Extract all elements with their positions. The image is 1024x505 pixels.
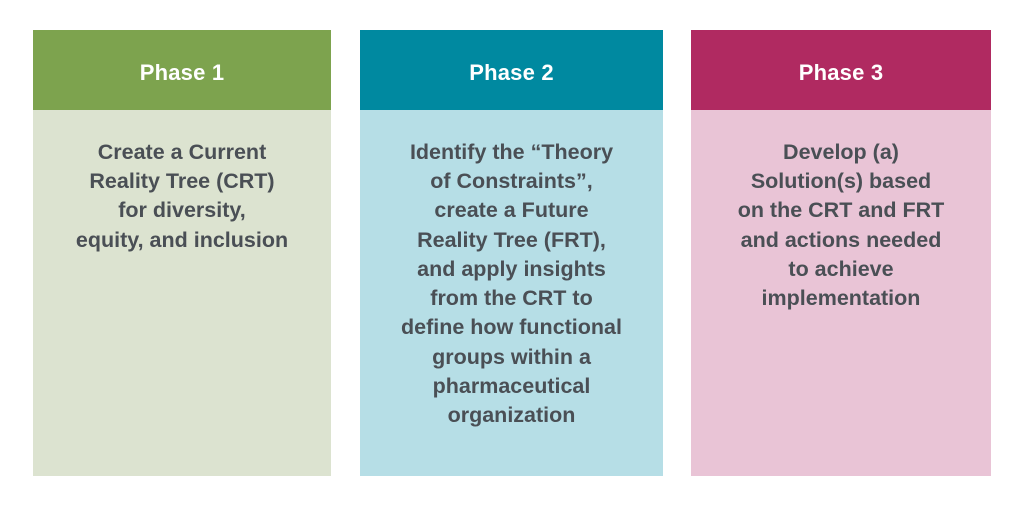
phase-header-1: Phase 1: [33, 30, 331, 110]
phase-title-1: Phase 1: [139, 60, 225, 85]
phase-description-1: Create a Current Reality Tree (CRT) for …: [75, 140, 289, 252]
phase-body-3: Develop (a) Solution(s) based on the CRT…: [691, 110, 991, 476]
phase-card-3: Phase 3 Develop (a) Solution(s) based on…: [691, 30, 991, 476]
phase-body-1: Create a Current Reality Tree (CRT) for …: [33, 110, 331, 476]
phase-card-2: Phase 2 Identify the “Theory of Constrai…: [360, 30, 663, 476]
phase-body-2: Identify the “Theory of Constraints”, cr…: [360, 110, 663, 476]
phase-header-2: Phase 2: [360, 30, 663, 110]
phase-header-3: Phase 3: [691, 30, 991, 110]
phase-title-2: Phase 2: [469, 60, 554, 85]
phase-card-1: Phase 1 Create a Current Reality Tree (C…: [33, 30, 331, 476]
phase-description-2: Identify the “Theory of Constraints”, cr…: [401, 140, 622, 428]
phase-description-3: Develop (a) Solution(s) based on the CRT…: [737, 140, 945, 311]
phase-title-3: Phase 3: [798, 60, 884, 85]
